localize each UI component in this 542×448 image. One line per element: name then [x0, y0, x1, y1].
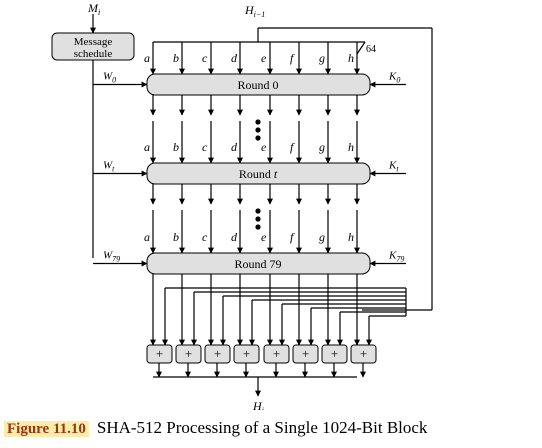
register-label-b: b — [173, 230, 179, 244]
register-label-h: h — [348, 230, 354, 244]
schedule-label-line2: schedule — [74, 48, 113, 60]
k-label: Kt — [388, 160, 399, 174]
continuation-dot — [255, 224, 261, 230]
hash-input-label: Hi−1 — [244, 3, 265, 19]
register-label-h: h — [348, 140, 354, 154]
register-label-c: c — [202, 140, 208, 154]
k-label: K0 — [388, 71, 400, 85]
sha512-diagram: Message schedule Mi Hi−1 64 Hi abcdefgha… — [51, 1, 433, 410]
continuation-dot — [255, 208, 261, 214]
k-label: K79 — [388, 250, 404, 264]
bus-width-label: 64 — [366, 44, 376, 55]
register-label-f: f — [290, 51, 295, 65]
continuation-dot — [255, 216, 261, 222]
register-label-d: d — [231, 51, 238, 65]
adder-symbol: + — [331, 346, 338, 361]
register-label-f: f — [290, 140, 295, 154]
register-label-d: d — [231, 230, 238, 244]
diagram-frame — [90, 14, 433, 397]
adder-symbol: + — [214, 346, 221, 361]
round-label: Round t — [239, 167, 278, 181]
register-label-a: a — [144, 51, 150, 65]
register-label-c: c — [202, 230, 208, 244]
w-label: W0 — [103, 71, 116, 85]
register-label-b: b — [173, 51, 179, 65]
message-schedule-box — [51, 32, 135, 61]
figure-caption: Figure 11.10 SHA-512 Processing of a Sing… — [4, 418, 538, 444]
message-input-label: Mi — [87, 1, 100, 17]
adder-symbol: + — [302, 346, 309, 361]
register-label-g: g — [319, 140, 325, 154]
register-label-d: d — [231, 140, 238, 154]
register-label-a: a — [144, 230, 150, 244]
register-label-c: c — [202, 51, 208, 65]
round-label: Round 79 — [234, 257, 281, 271]
adder-symbol: + — [243, 346, 250, 361]
continuation-dot — [255, 127, 261, 133]
register-label-e: e — [261, 230, 267, 244]
continuation-dot — [255, 119, 261, 125]
adder-symbol: + — [273, 346, 280, 361]
adder-symbol: + — [156, 346, 163, 361]
register-label-h: h — [348, 51, 354, 65]
round-label: Round 0 — [237, 78, 278, 92]
figure-title: SHA-512 Processing of a Single 1024-Bit … — [96, 418, 428, 437]
register-label-g: g — [319, 230, 325, 244]
register-label-g: g — [319, 51, 325, 65]
w-label: W79 — [103, 250, 120, 264]
continuation-dot — [255, 135, 261, 141]
w-label: Wt — [103, 160, 115, 174]
register-label-a: a — [144, 140, 150, 154]
register-label-e: e — [261, 51, 267, 65]
schedule-label-line1: Message — [74, 36, 113, 48]
hash-output-label: Hi — [252, 399, 264, 410]
register-label-b: b — [173, 140, 179, 154]
register-label-e: e — [261, 140, 267, 154]
adder-symbol: + — [360, 346, 367, 361]
adder-symbol: + — [185, 346, 192, 361]
register-label-f: f — [290, 230, 295, 244]
figure-label: Figure 11.10 — [4, 421, 89, 437]
